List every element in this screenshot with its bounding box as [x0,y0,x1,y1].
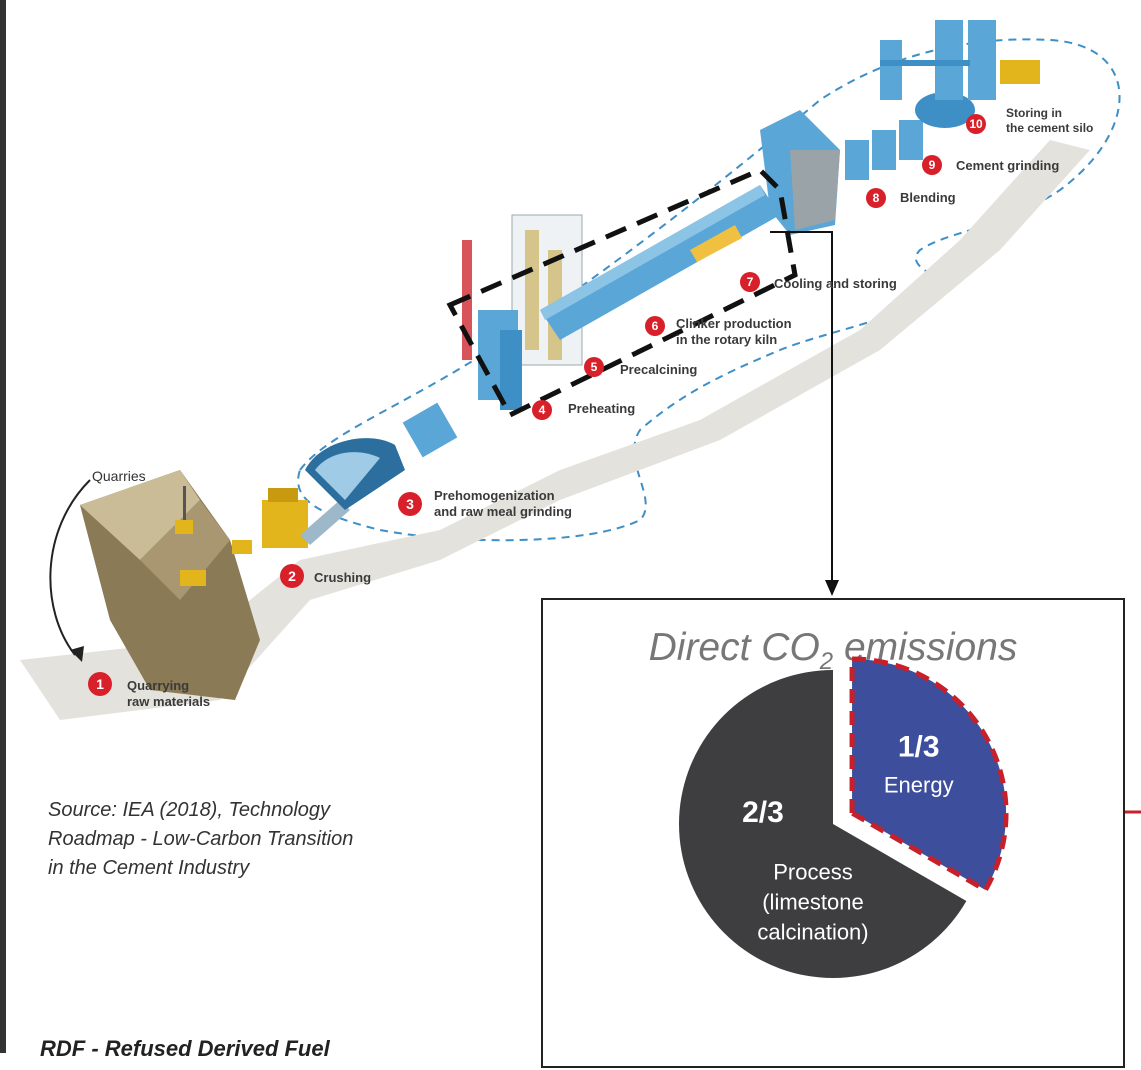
grinding-units [845,92,975,180]
cement-silos [880,20,1040,100]
quarries-arrow [49,479,91,656]
pie-label-energy-fraction: 1/3 [898,730,940,763]
footer-note: RDF - Refused Derived Fuel [40,1036,330,1061]
step-badge-3: 3 [398,492,422,516]
step-badge-4: 4 [532,400,552,420]
step-label-quarrying: Quarrying raw materials [127,678,211,709]
pie-label-process-name: calcination) [757,919,868,944]
connector-arrowhead [825,580,839,596]
step-label-preheating: Preheating [568,401,636,416]
emissions-title-subscript: 2 [819,647,834,675]
emissions-title-main: Direct CO [648,626,820,669]
crusher-illustration [262,488,350,548]
prehomogenization-shed [305,402,458,510]
step-badge-5: 5 [584,357,604,377]
step-label-clinker-production: Clinker production in the rotary kiln [676,316,792,347]
step-label-cooling: Cooling and storing [774,276,897,291]
step-badge-8: 8 [866,188,886,208]
quarries-label: Quarries [92,468,146,484]
step-label-storing: Storing in the cement silo [1006,106,1094,135]
step-badge-2: 2 [280,564,304,588]
step-label-blending: Blending [900,190,956,205]
step-label-cement-grinding: Cement grinding [956,158,1060,173]
kiln-to-emissions-connector [770,231,833,582]
step-badge-9: 9 [922,155,942,175]
step-badge-6: 6 [645,316,665,336]
rotary-kiln [540,185,780,340]
step-badge-1: 1 [88,672,112,696]
step-badge-10: 10 [966,114,986,134]
pie-slice-process [679,670,967,978]
step-badge-7: 7 [740,272,760,292]
pie-slice-energy [849,656,1009,894]
process-flow-outline [297,38,1121,542]
pie-label-process-name: (limestone [762,889,863,914]
step-label-prehomogenization: Prehomogenization and raw meal grinding [434,488,572,519]
source-citation: Source: IEA (2018), Technology Roadmap -… [48,799,354,879]
pie-label-process-fraction: 2/3 [742,796,784,829]
step-label-precalcining: Precalcining [620,362,698,377]
pie-label-energy-name: Energy [884,772,954,797]
pie-label-process-name: Process [773,859,852,884]
step-label-crushing: Crushing [314,570,372,585]
quarry-illustration [80,470,260,700]
left-edge-rule [0,0,6,1053]
